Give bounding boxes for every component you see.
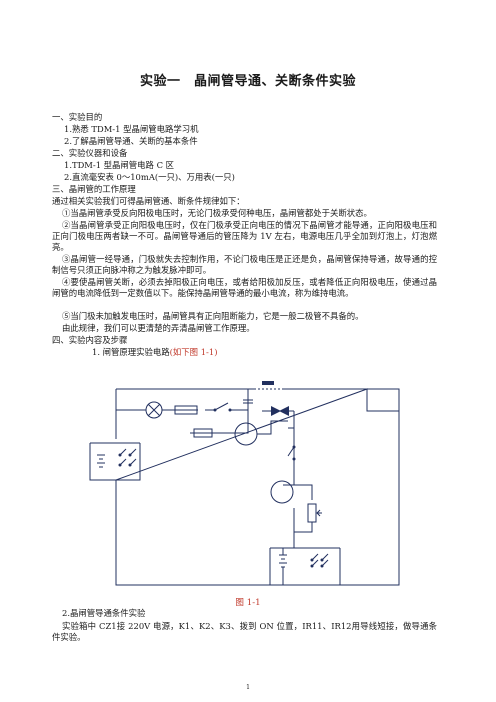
section-3-intro: 通过相关实验我们可得晶闸管通、断条件规律如下： xyxy=(52,196,245,206)
figure-reference: (如下图 1-1) xyxy=(169,347,218,357)
rule-4: ④要使晶闸管关断，必须去掉阳极正向电压，或者给阳极加反压，或者降低正向阳极电压，… xyxy=(52,277,437,299)
step-2-label: 2.晶闸管导通条件实验 xyxy=(62,608,146,618)
rule-3: ③晶闸管一经导通，门极就失去控制作用，不论门极电压是正还是负，晶闸管保持导通，故… xyxy=(52,254,437,276)
step-2-paragraph: 实验箱中 CZ1接 220V 电源，K1、K2、K3、拨到 ON 位置，IR11… xyxy=(52,621,437,643)
rule-5: ⑤当门极未加触发电压时，晶闸管具有正向阻断能力，它是一般二极管不具备的。 xyxy=(62,311,364,321)
switch xyxy=(287,446,295,472)
battery-icon xyxy=(97,454,105,468)
section-1-item-2: 2.了解晶闸管导通、关断的基本条件 xyxy=(64,136,198,146)
top-switch-button xyxy=(262,381,274,385)
switch xyxy=(205,402,248,411)
ammeter-icon xyxy=(234,422,258,446)
resistor xyxy=(193,428,213,438)
rule-summary: 由此规律，我们可以更清楚的弄清晶闸管工作原理。 xyxy=(62,323,255,333)
battery-icon xyxy=(279,548,287,585)
step-1-text: 1. 闸管原理实验电路 xyxy=(92,347,170,357)
section-1-heading: 一、实验目的 xyxy=(52,112,103,122)
section-2-heading: 二、实验仪器和设备 xyxy=(52,148,128,158)
step-1-label: 1. 闸管原理实验电路(如下图 1-1) xyxy=(92,347,217,358)
section-3-heading: 三、晶闸管的工作原理 xyxy=(52,184,136,194)
wire xyxy=(269,547,341,585)
wire xyxy=(115,388,400,586)
wire xyxy=(288,411,295,465)
section-1-item-1: 1.熟悉 TDM-1 型晶闸管电路学习机 xyxy=(64,124,199,134)
switch xyxy=(119,448,137,466)
rule-2: ②当晶闸管承受正向阳极电压时，仅在门极承受正向电压的情况下晶闸管才能导通，正向阳… xyxy=(52,220,437,253)
wire xyxy=(190,389,249,434)
wire xyxy=(116,388,400,411)
wire xyxy=(89,442,141,481)
ammeter-icon xyxy=(270,480,294,504)
resistor xyxy=(174,405,198,415)
section-4-heading: 四、实验内容及步骤 xyxy=(52,335,128,345)
wire xyxy=(283,472,313,500)
potentiometer xyxy=(307,503,317,523)
wire xyxy=(257,420,288,435)
page-title: 实验一 晶闸管导通、关断条件实验 xyxy=(139,74,356,89)
section-2-item-2: 2.直流毫安表 0～10mA(一只)、万用表(一只) xyxy=(64,172,235,182)
rule-1: ①当晶闸管承受反向阳极电压时，无论门极承受何种电压，晶闸管都处于关断状态。 xyxy=(62,208,372,218)
figure-caption: 图 1-1 xyxy=(235,598,261,608)
wire xyxy=(293,508,313,548)
section-2-item-1: 1.TDM-1 型晶闸管电路 C 区 xyxy=(64,160,175,170)
page-number: 1 xyxy=(246,684,250,691)
